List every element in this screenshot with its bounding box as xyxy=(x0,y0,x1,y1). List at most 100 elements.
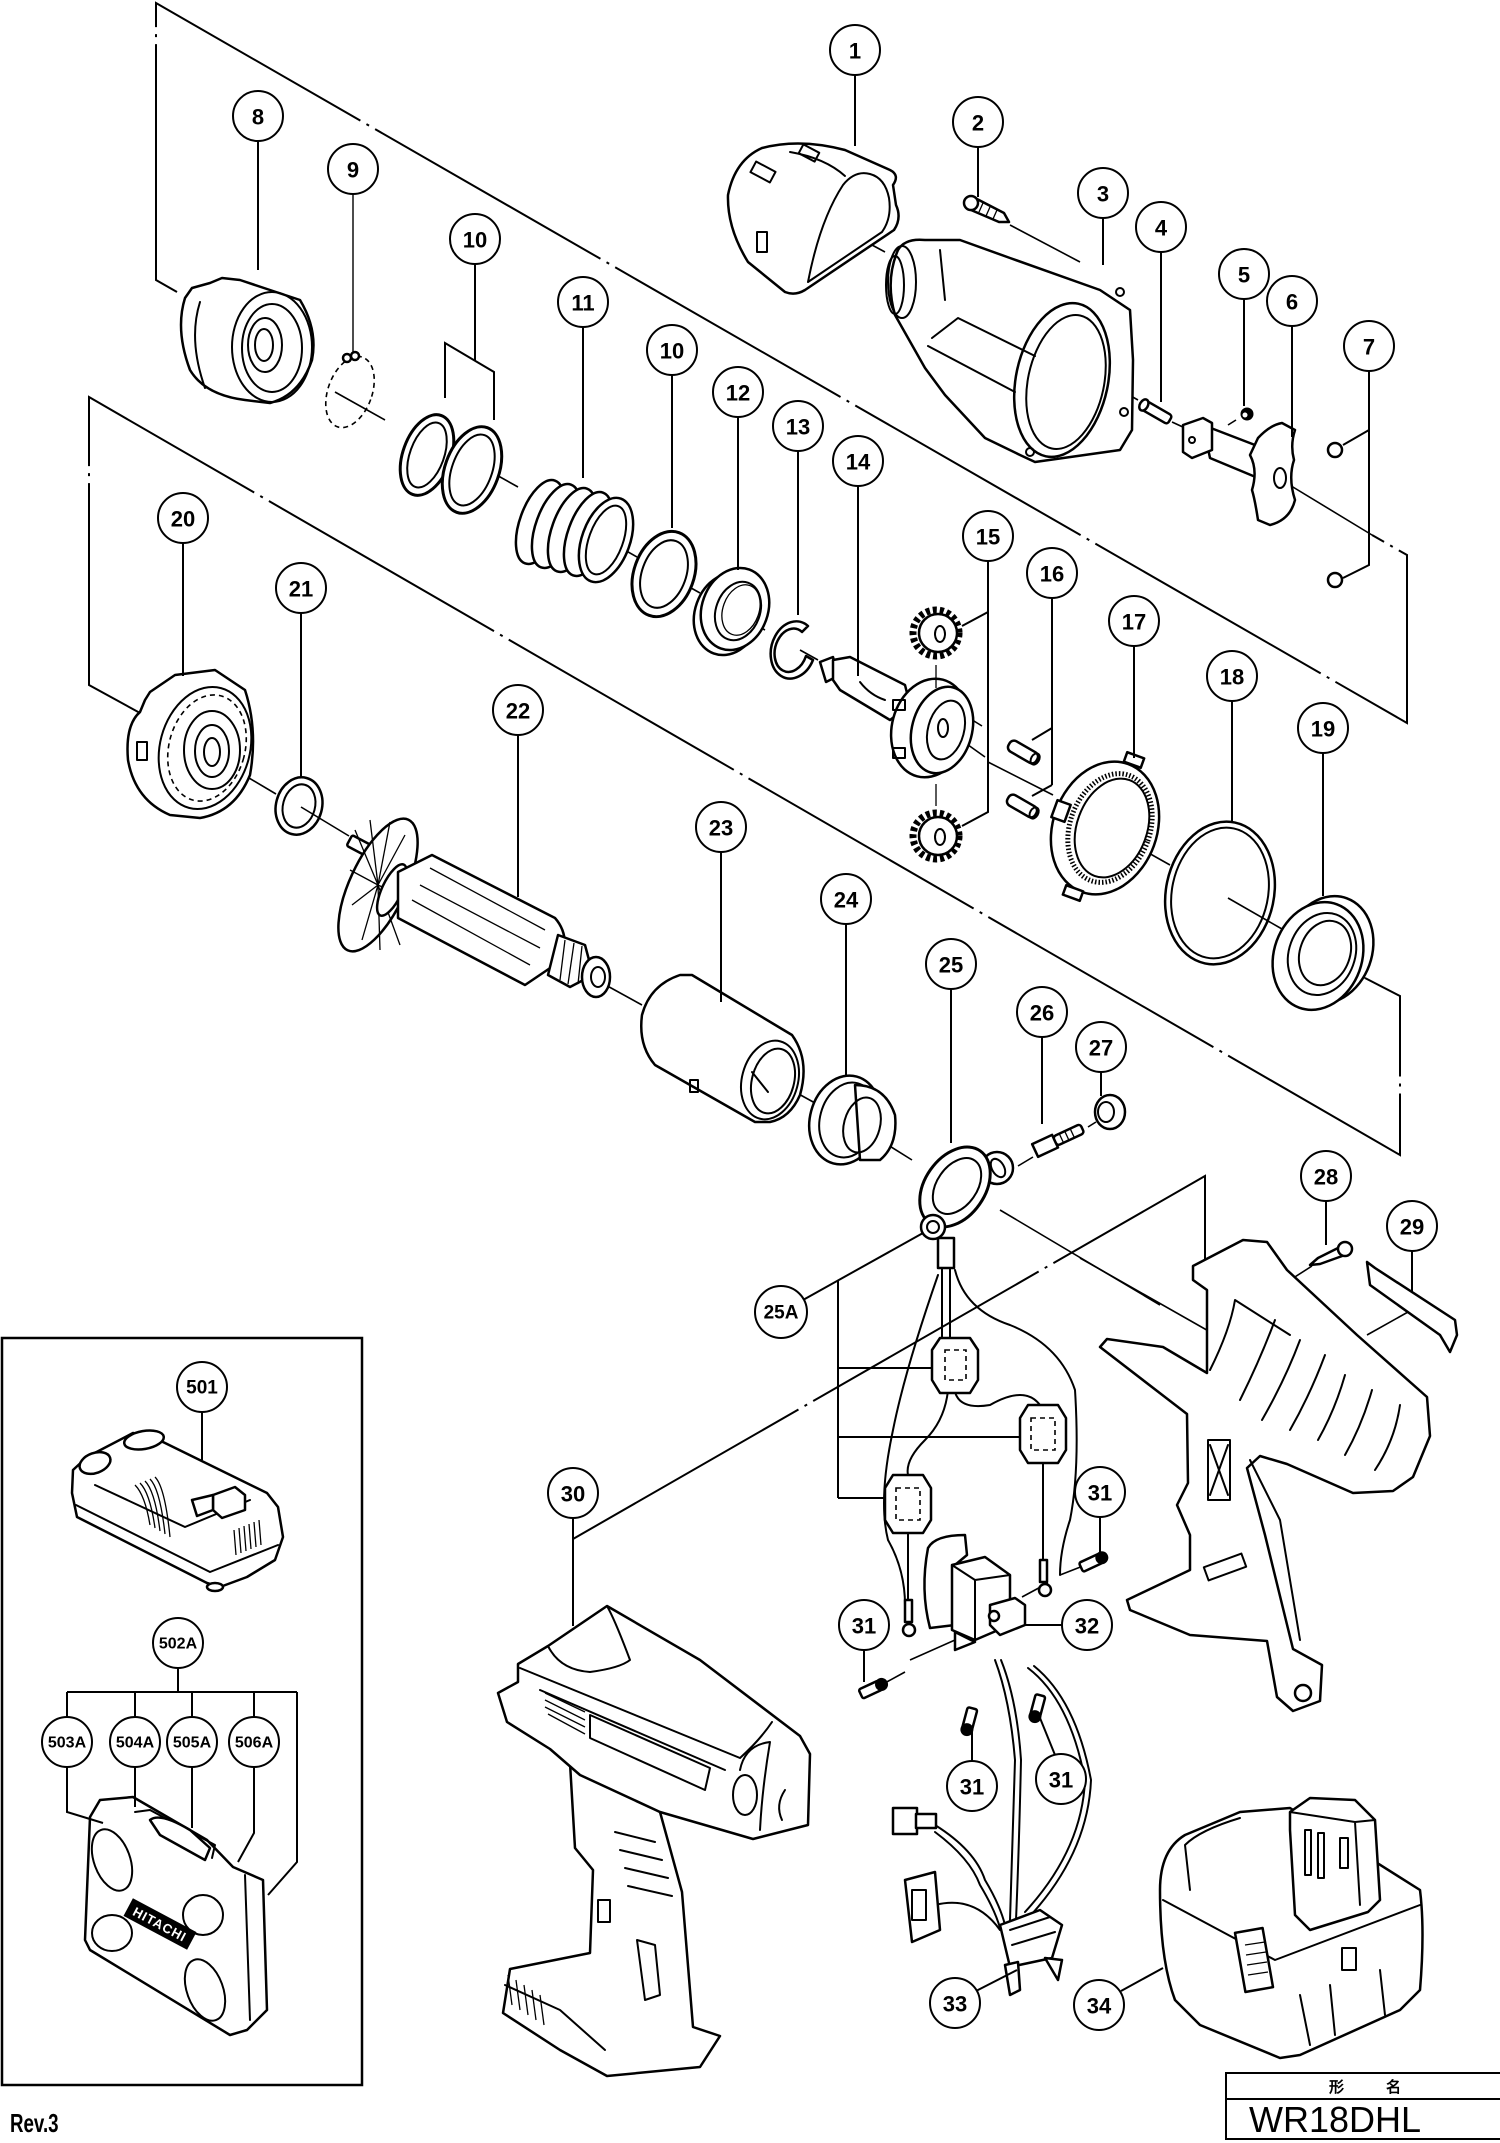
callout-18: 18 xyxy=(1206,650,1258,702)
part-11-spring xyxy=(514,478,635,584)
callout-17: 17 xyxy=(1108,595,1160,647)
part-34-battery xyxy=(1158,1796,1424,2060)
callout-25a: 25A xyxy=(754,1285,808,1339)
callout-label: 17 xyxy=(1122,610,1146,635)
callout-5: 5 xyxy=(1218,248,1270,300)
callout-7: 7 xyxy=(1343,320,1395,372)
part-15-planet-gears xyxy=(909,606,963,863)
callout-6: 6 xyxy=(1266,275,1318,327)
callout-label: 8 xyxy=(252,105,264,130)
callout-27: 27 xyxy=(1075,1021,1127,1073)
callout-31: 31 xyxy=(1074,1466,1126,1518)
callout-10: 10 xyxy=(449,213,501,265)
callout-label: 30 xyxy=(561,1482,585,1507)
callout-13: 13 xyxy=(772,400,824,452)
callout-label: 22 xyxy=(506,699,530,724)
callout-label: 7 xyxy=(1363,335,1375,360)
revision-label: Rev.3 xyxy=(10,2108,59,2138)
part-31-screw xyxy=(857,1677,889,1700)
callout-label: 14 xyxy=(846,450,871,475)
part-31-screw xyxy=(960,1706,979,1737)
frame-line-lower-group xyxy=(88,395,1401,1157)
callout-15: 15 xyxy=(962,510,1014,562)
callout-label: 31 xyxy=(852,1614,876,1639)
callout-label: 16 xyxy=(1040,562,1064,587)
callout-25: 25 xyxy=(925,938,977,990)
callout-label: 501 xyxy=(186,1378,218,1399)
callout-31: 31 xyxy=(1035,1753,1087,1805)
part-5-steel-ball xyxy=(1240,407,1254,421)
callout-9: 9 xyxy=(327,143,379,195)
callout-label: 10 xyxy=(463,228,487,253)
callout-label: 11 xyxy=(571,291,594,316)
callout-label: 31 xyxy=(1088,1481,1112,1506)
callout-label: 502A xyxy=(159,1636,198,1653)
callout-16: 16 xyxy=(1026,547,1078,599)
callout-2: 2 xyxy=(952,96,1004,148)
model-number: WR18DHL xyxy=(1249,2099,1422,2140)
callout-label: 6 xyxy=(1286,290,1298,315)
part-30-housing-set xyxy=(496,1604,812,2078)
callout-32: 32 xyxy=(1061,1599,1113,1651)
callout-24: 24 xyxy=(820,873,872,925)
part-7-steel-balls xyxy=(1326,441,1344,589)
callout-label: 25 xyxy=(939,953,963,978)
part-501-charger xyxy=(70,1429,285,1593)
callout-label: 4 xyxy=(1155,216,1168,241)
part-22-armature xyxy=(337,817,612,999)
callout-label: 506A xyxy=(235,1735,274,1752)
callout-8: 8 xyxy=(232,90,284,142)
part-6-anvil xyxy=(1181,416,1297,527)
callout-26: 26 xyxy=(1016,986,1068,1038)
callouts: 1 2 3 4 5 6 7 8 9 10 11 10 12 13 14 15 1… xyxy=(157,24,1438,2031)
callout-label: 505A xyxy=(173,1735,212,1752)
part-32-switch xyxy=(923,1533,1027,1652)
callout-label: 24 xyxy=(834,888,859,913)
part-20-bearing-holder xyxy=(126,668,255,820)
callout-10-second: 10 xyxy=(646,324,698,376)
part-19-bearing xyxy=(1271,894,1375,1012)
callout-label: 1 xyxy=(849,39,861,64)
callout-20: 20 xyxy=(157,492,209,544)
callout-label: 31 xyxy=(1049,1768,1073,1793)
callout-12: 12 xyxy=(712,366,764,418)
callout-label: 12 xyxy=(726,381,750,406)
part-28-tapping-screw xyxy=(1308,1240,1354,1267)
title-block-header: 形 名 xyxy=(1227,2074,1500,2100)
callout-23: 23 xyxy=(695,801,747,853)
part-12-washer xyxy=(692,566,771,657)
inset-leader-lines xyxy=(66,1412,298,1896)
part-3-hammer-case xyxy=(885,238,1135,464)
callout-label: 18 xyxy=(1220,665,1244,690)
callout-11: 11 xyxy=(557,276,609,328)
callout-label: 25A xyxy=(764,1303,799,1324)
part-2-screw xyxy=(962,194,1011,224)
part-1-cover xyxy=(726,142,900,295)
callout-label: 34 xyxy=(1087,1994,1112,2019)
part-13-retaining-ring xyxy=(769,620,815,680)
callout-label: 503A xyxy=(48,1735,87,1752)
callout-28: 28 xyxy=(1300,1150,1352,1202)
part-24-baffle-ring xyxy=(807,1074,897,1166)
part-10-washer xyxy=(630,529,698,619)
part-27-brush-cap xyxy=(1093,1093,1127,1131)
part-31-screw xyxy=(1078,1551,1109,1573)
header-char-1: 形 xyxy=(1328,2078,1344,2096)
callout-label: 5 xyxy=(1238,263,1250,288)
callout-31: 31 xyxy=(838,1599,890,1651)
part-502a-case: HITACHI xyxy=(83,1795,269,2037)
callout-label: 21 xyxy=(289,577,313,602)
callout-19: 19 xyxy=(1297,702,1349,754)
part-10-washers xyxy=(398,413,504,515)
callout-label: 15 xyxy=(976,525,1000,550)
part-9-o-ring xyxy=(324,350,376,429)
part-4-pin xyxy=(1138,398,1173,425)
callout-label: 2 xyxy=(972,111,984,136)
callout-label: 29 xyxy=(1400,1215,1424,1240)
part-23-stator xyxy=(640,973,805,1124)
frame-line-housing xyxy=(572,1174,1206,1540)
part-26-carbon-brush xyxy=(1030,1123,1085,1159)
part-31-screw xyxy=(1028,1693,1047,1724)
